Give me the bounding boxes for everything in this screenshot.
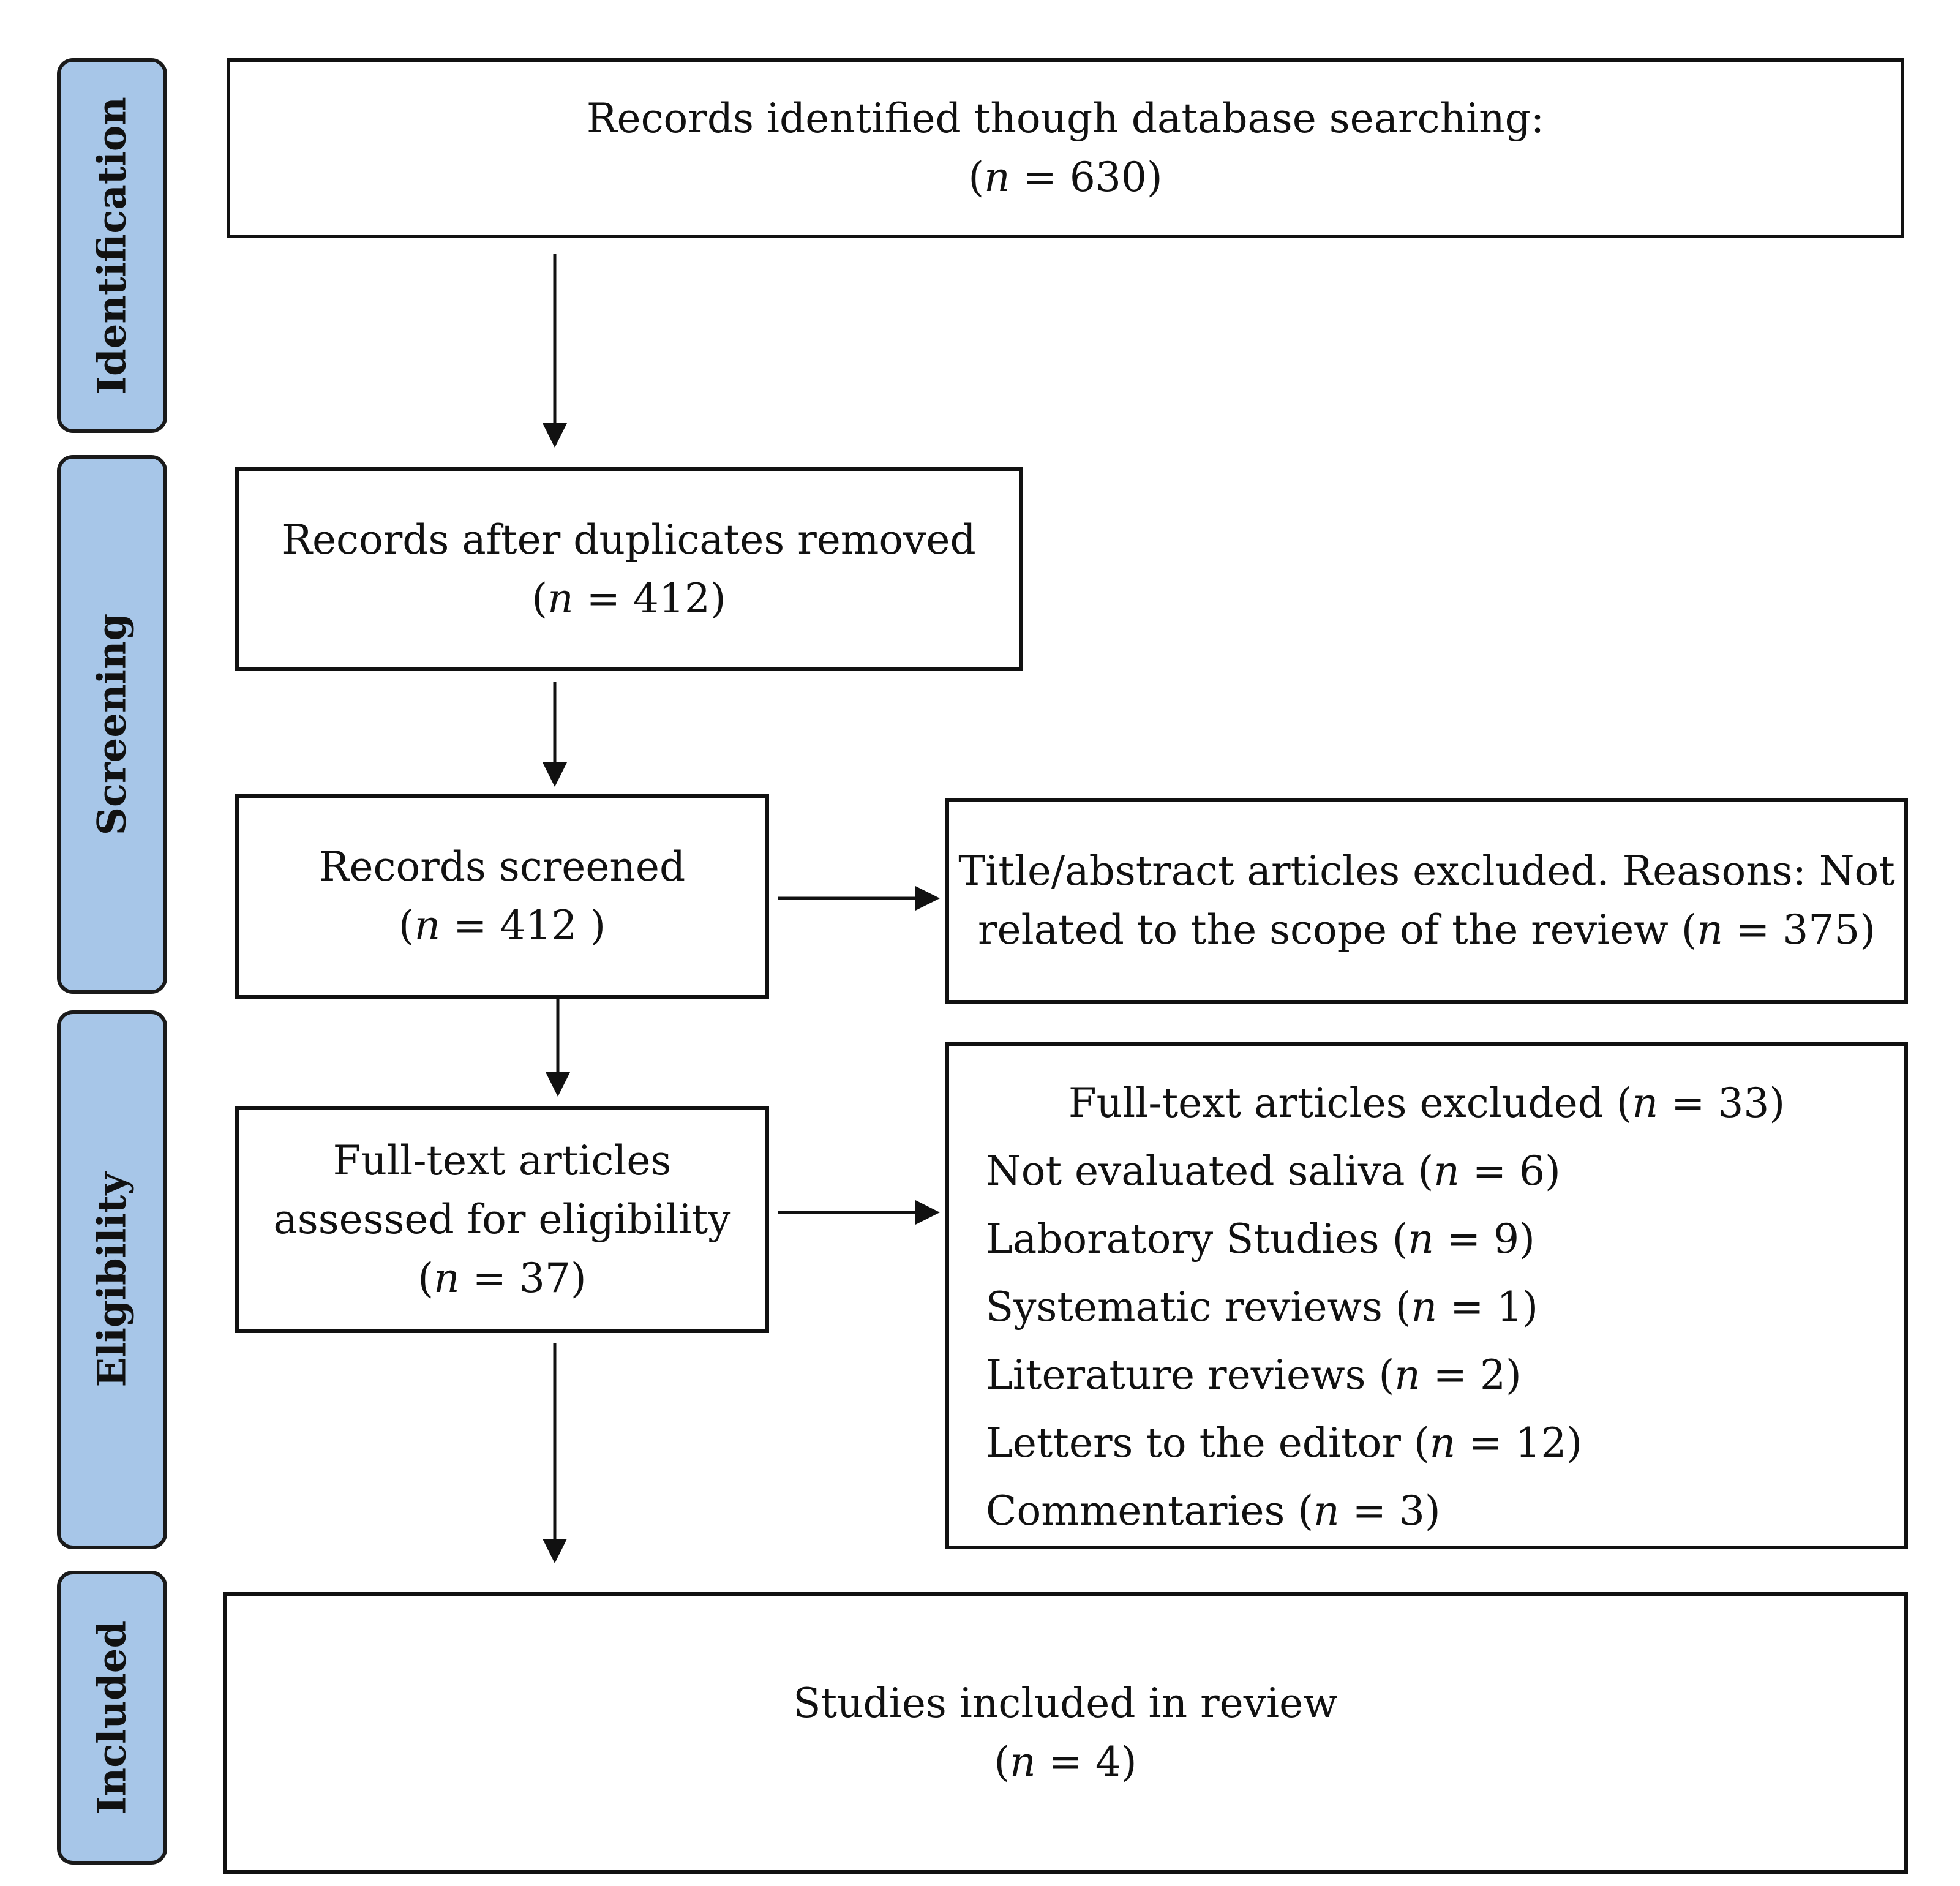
exclusion-reason-item: Commentaries (n = 3)	[986, 1487, 1441, 1535]
records-after-duplicates-text: Records after duplicates removed	[282, 516, 976, 563]
exclusion-reason-item: Letters to the editor (n = 12)	[986, 1419, 1583, 1467]
title-abstract-excluded-box: Title/abstract articles excluded. Reason…	[945, 798, 1908, 1004]
phase-identification: Identification	[57, 58, 167, 433]
full-text-assessed-line1: Full-text articles	[332, 1136, 672, 1184]
records-screened-count: (n = 412 )	[398, 902, 606, 949]
exclusion-reason-item: Literature reviews (n = 2)	[986, 1351, 1522, 1399]
studies-included-count: (n = 4)	[994, 1738, 1137, 1786]
full-text-excluded-title: Full-text articles excluded (n = 33)	[1068, 1080, 1785, 1127]
studies-included-text: Studies included in review	[793, 1680, 1338, 1727]
phase-included: Included	[57, 1571, 167, 1865]
exclusion-reason-item: Not evaluated saliva (n = 6)	[986, 1148, 1561, 1195]
records-after-duplicates-box: Records after duplicates removed (n = 41…	[235, 467, 1023, 671]
records-identified-box: Records identified though database searc…	[227, 58, 1904, 238]
full-text-assessed-count: (n = 37)	[418, 1254, 587, 1302]
exclusion-reason-item: Systematic reviews (n = 1)	[986, 1283, 1539, 1331]
records-screened-box: Records screened (n = 412 )	[235, 794, 769, 999]
records-screened-text: Records screened	[318, 843, 686, 890]
full-text-assessed-box: Full-text articles assessed for eligibil…	[235, 1106, 769, 1333]
title-abstract-excluded-line2: related to the scope of the review (n = …	[977, 906, 1876, 953]
exclusion-reason-item: Laboratory Studies (n = 9)	[986, 1215, 1535, 1263]
full-text-excluded-box: Full-text articles excluded (n = 33) Not…	[945, 1042, 1908, 1549]
title-abstract-excluded-line1: Title/abstract articles excluded. Reason…	[958, 847, 1895, 895]
records-identified-count: (n = 630)	[968, 154, 1163, 201]
phase-eligibility: Eligibility	[57, 1010, 167, 1549]
full-text-assessed-line2: assessed for eligibility	[273, 1195, 731, 1243]
records-identified-text: Records identified though database searc…	[586, 95, 1545, 142]
phase-screening: Screening	[57, 455, 167, 994]
studies-included-box: Studies included in review (n = 4)	[223, 1592, 1908, 1874]
records-after-duplicates-count: (n = 412)	[531, 574, 726, 622]
